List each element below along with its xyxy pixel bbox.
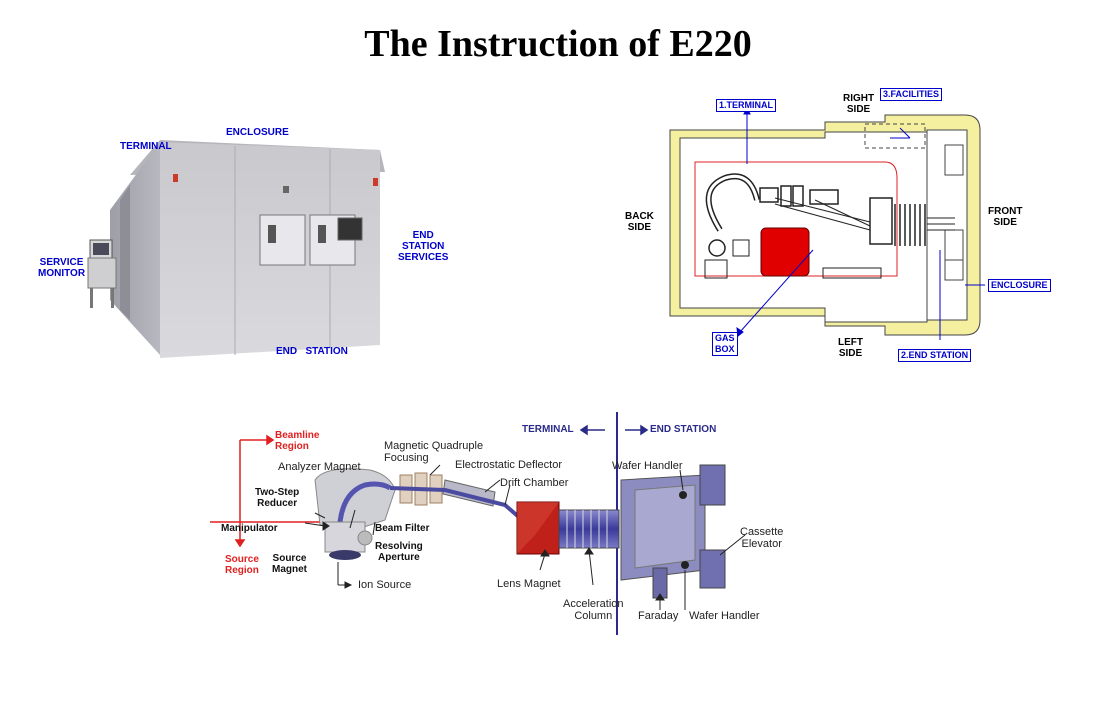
beamline-label-wafer-handler-bottom: Wafer Handler [689, 610, 760, 622]
layout-label-gas-box: GAS BOX [712, 332, 738, 356]
beamline-label-beam-filter: Beam Filter [375, 523, 430, 534]
beamline-region-label: Beamline Region [275, 430, 320, 452]
beamline-label-ion-source: Ion Source [358, 579, 412, 591]
beamline-diagram [210, 412, 746, 635]
layout-label-left-side: LEFT SIDE [838, 337, 863, 359]
layout-label-enclosure: ENCLOSURE [988, 279, 1051, 292]
layout-label-terminal: 1.TERMINAL [716, 99, 776, 112]
photo-label-terminal: TERMINAL [120, 141, 172, 152]
beamline-label-resolving-aperture: Resolving Aperture [375, 541, 423, 563]
beamline-label-two-step-reducer: Two-Step Reducer [255, 487, 300, 509]
beamline-label-end-station: END STATION [650, 424, 717, 435]
beamline-label-faraday: Faraday [638, 610, 679, 622]
layout-diagram [669, 106, 985, 340]
photo-label-end-station-services: END STATION SERVICES [398, 230, 449, 263]
layout-label-right-side: RIGHT SIDE [843, 93, 875, 115]
beamline-label-manipulator: Manipulator [221, 523, 278, 534]
beamline-label-drift-chamber: Drift Chamber [500, 477, 569, 489]
layout-label-back-side: BACK SIDE [625, 211, 654, 233]
beamline-label-magnetic-quadruple: Magnetic Quadruple Focusing [384, 440, 484, 464]
page-title: The Instruction of E220 [364, 23, 752, 65]
photo-label-end-station: END STATION [276, 346, 348, 357]
photo-label-enclosure: ENCLOSURE [226, 127, 289, 138]
layout-label-facilities: 3.FACILITIES [880, 88, 943, 101]
beamline-label-lens-magnet: Lens Magnet [497, 578, 561, 590]
machine-photo [87, 140, 385, 358]
beamline-label-terminal: TERMINAL [522, 424, 574, 435]
beamline-label-electrostatic-deflector: Electrostatic Deflector [455, 459, 562, 471]
beamline-label-acceleration-column: Acceleration Column [563, 598, 624, 622]
beamline-label-analyzer-magnet: Analyzer Magnet [278, 461, 361, 473]
beamline-label-source-magnet: Source Magnet [272, 553, 307, 575]
source-region-label: Source Region [225, 554, 259, 576]
photo-label-service-monitor: SERVICE MONITOR [38, 257, 86, 279]
beamline-label-cassette-elevator: Cassette Elevator [740, 526, 784, 550]
layout-label-end-station: 2.END STATION [898, 349, 972, 362]
beamline-label-wafer-handler-top: Wafer Handler [612, 460, 683, 472]
layout-label-front-side: FRONT SIDE [988, 206, 1023, 228]
